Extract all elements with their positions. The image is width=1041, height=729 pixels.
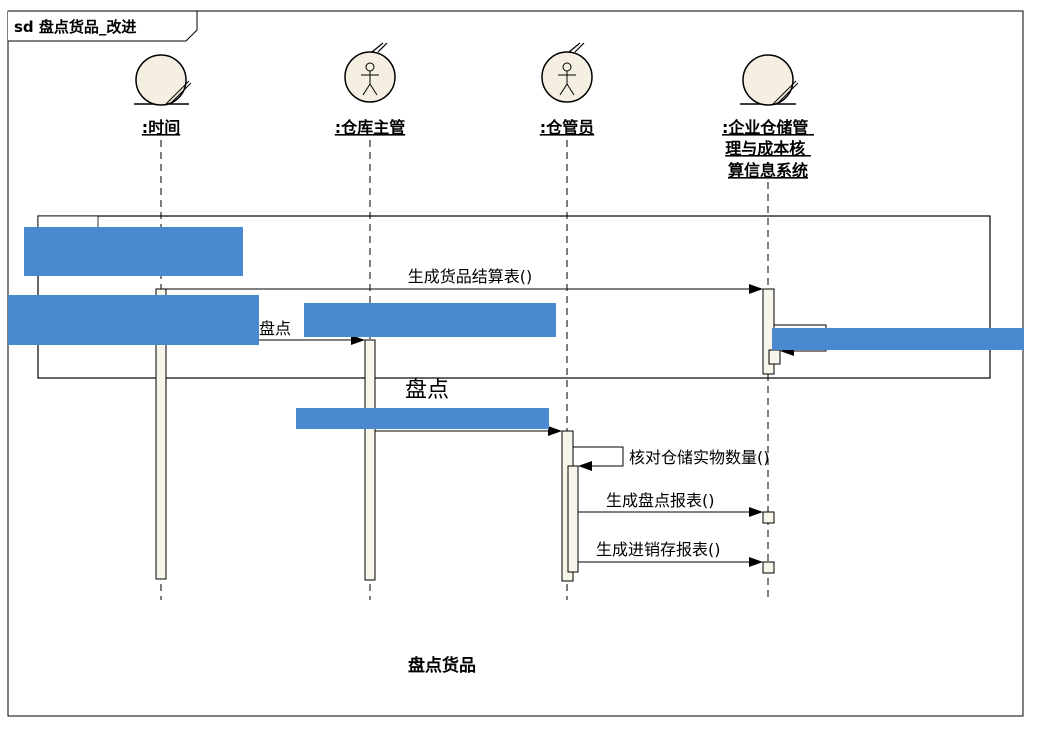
message-label-inventory-2: 盘点 <box>405 378 449 403</box>
lifeline-label-warehouse-keeper: :仓管员 <box>540 118 594 137</box>
activation-system-report-1 <box>762 511 775 524</box>
lifeline-information-system: :企业仓储管 理与成本核 算信息系统 <box>722 54 814 600</box>
frame-label: sd 盘点货品_改进 <box>14 18 136 36</box>
message-label-inventory-report: 生成盘点报表() <box>606 491 715 510</box>
activation-keeper-self <box>567 465 579 573</box>
message-label-generate-settlement: 生成货品结算表() <box>408 267 533 286</box>
activation-time <box>155 288 167 580</box>
lifeline-warehouse-manager: :仓库主管 <box>335 42 405 600</box>
diagram-caption: 盘点货品 <box>408 655 476 676</box>
lifeline-label-warehouse-manager: :仓库主管 <box>335 118 405 137</box>
actor-icon <box>344 42 396 103</box>
system-name-line-3: 算信息系统 <box>728 161 808 180</box>
activation-manager <box>364 339 376 581</box>
diagram-frame <box>7 10 1024 717</box>
actor-icon <box>541 42 593 103</box>
message-arrow-check-quantity <box>573 446 624 471</box>
system-name-line-1: :企业仓储管 <box>722 118 808 137</box>
redaction-block <box>24 227 243 276</box>
system-entity-icon <box>740 54 799 106</box>
system-name-line-2: 理与成本核 <box>725 139 805 158</box>
message-label-check-quantity: 核对仓储实物数量() <box>629 448 770 467</box>
lifeline-warehouse-keeper: :仓管员 <box>540 42 594 600</box>
lifeline-label-information-system: :企业仓储管 理与成本核 算信息系统 <box>722 118 814 180</box>
lifeline-time: :时间 <box>134 54 192 600</box>
redaction-block <box>296 408 549 429</box>
frame-label-tab <box>8 10 198 42</box>
message-label-stock-report: 生成进销存报表() <box>596 540 721 559</box>
clock-icon <box>134 54 192 106</box>
activation-system-report-2 <box>762 561 775 574</box>
lifeline-label-time: :时间 <box>142 118 180 137</box>
message-label-inventory-1: 盘点 <box>259 319 291 338</box>
redaction-block <box>8 295 259 345</box>
redaction-block <box>304 303 556 337</box>
activation-system-self <box>768 349 781 365</box>
redaction-block <box>772 328 1024 350</box>
